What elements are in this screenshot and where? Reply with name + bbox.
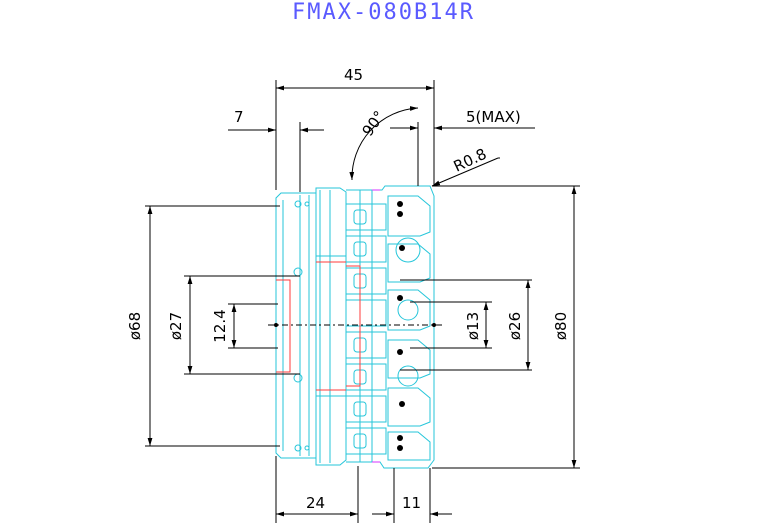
dim-12-4: 12.4 <box>211 309 229 342</box>
dim-dia-13: ø13 <box>464 312 482 340</box>
drawing-title: FMAX-080B14R <box>292 0 475 25</box>
dim-dia-26: ø26 <box>506 312 524 340</box>
dimension-labels: 45 7 90° 5(MAX) R0.8 ø68 ø27 12.4 ø13 ø2… <box>126 66 570 512</box>
insert-screws <box>274 201 436 451</box>
dim-flange-width: 7 <box>234 108 244 126</box>
dim-dia-27: ø27 <box>167 312 185 340</box>
dim-max-depth: 5(MAX) <box>466 108 521 126</box>
dim-length-overall: 45 <box>344 66 363 84</box>
dim-dia-68: ø68 <box>126 312 144 340</box>
cutter-body <box>275 185 435 469</box>
internal-features <box>276 189 380 463</box>
dim-corner-radius: R0.8 <box>451 145 490 176</box>
dim-angle: 90° <box>359 107 389 139</box>
dimension-lines <box>145 80 580 523</box>
dim-24: 24 <box>306 494 325 512</box>
dim-dia-80: ø80 <box>552 312 570 340</box>
dim-11: 11 <box>402 494 421 512</box>
